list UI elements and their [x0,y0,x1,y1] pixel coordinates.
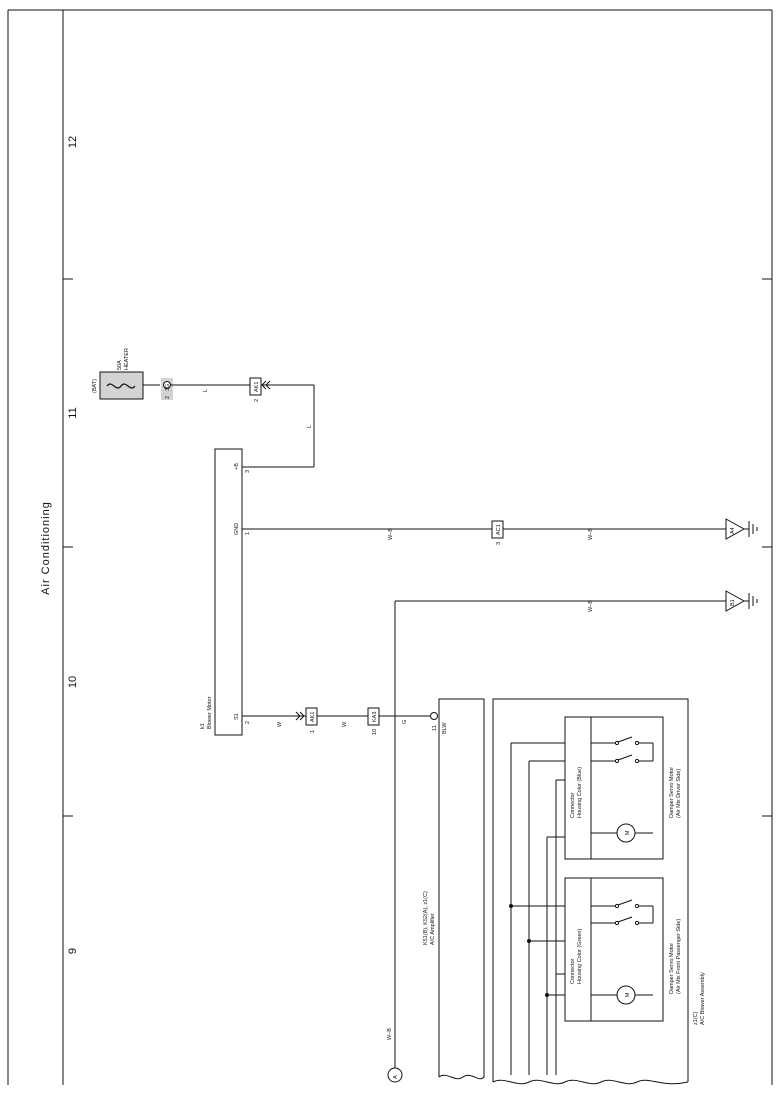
wire-label-wb3: W–B [588,600,594,612]
amplifier-codes: K51(B), K52(A), z1(C) [423,891,429,945]
blower-pin-label-b: +B [234,463,240,470]
servo-passenger [564,877,664,1022]
amplifier-block [438,698,485,1077]
ground-b1-label: B1 [730,599,736,606]
servo-driver-motor-label: M [625,830,631,835]
connector-ak1-top [249,377,262,396]
servo-driver-housing: Housing Color (Blue) [577,767,583,818]
blower-pin-label-s1: S1 [234,713,240,720]
fuse-icon [106,383,136,389]
blower-assembly-block [492,698,689,1082]
amplifier-name: A/C Amplifier [430,913,436,945]
wire-label-wb1: W–B [388,528,394,540]
fuse-supply: (BAT) [92,379,98,393]
assembly-harness [509,742,565,1075]
heater-fuse [99,371,160,400]
page-title: Air Conditioning [40,501,52,595]
servo-driver-detail: (Air Mix Driver Side) [676,769,682,818]
blower-assembly-break [492,1079,689,1085]
off-page-connector-a [387,1067,403,1083]
connector-ak1-top-id: AK1 [254,382,260,392]
blower-pin-num-gnd: 1 [245,532,251,535]
connector-3g [163,381,171,389]
blower-motor-name: Blower Motor [207,696,213,729]
wire-label-g: G [402,720,408,724]
blower-pin-num-b: 3 [245,470,251,473]
fuse-name: HEATER [124,348,130,370]
column-number-9: 9 [67,948,79,954]
column-number-11: 11 [67,407,79,418]
wire-label-w1: W [277,721,283,727]
amplifier-pin-terminal [430,712,438,720]
page-frame [7,9,773,1085]
amplifier-break [438,1074,485,1080]
blower-pin-num-s1: 2 [245,721,251,724]
fuse-pin: 2 [165,396,171,399]
connector-ak1-top-pin: 2 [254,399,260,402]
connector-ac1-pin: 3 [496,542,502,545]
amplifier-terminal: BLW [442,722,448,734]
blower-assembly-code: z1(C) [693,1011,699,1025]
blower-pin-label-gnd: GND [234,523,240,535]
column-number-12: 12 [67,136,79,148]
servo-passenger-detail: (Air Mix Front Passenger Side) [676,919,682,994]
connector-ka3-pin: 10 [372,729,378,735]
servo-passenger-motor-label: M [625,992,631,997]
ground-b1 [725,590,746,612]
blower-motor-code: k1 [200,723,206,729]
servo-passenger-name: Damper Servo Motor [669,943,675,994]
wire-label-wb-a: W–B [387,1028,393,1040]
wire-label-l2: L [307,425,313,428]
connector-ak1-bottom-id: AK1 [310,712,316,722]
servo-passenger-housing: Housing Color (Green) [577,929,583,984]
wire-label-wb2: W–B [588,528,594,540]
servo-driver-connector: Connector [570,792,576,818]
ground-a4 [725,518,746,540]
ground-icon [744,593,758,609]
blower-motor-box [214,448,243,736]
fuse-connector: 3G [165,384,171,391]
blower-assembly-name: A/C Blower Assembly [700,972,706,1025]
off-page-a-label: A [393,1075,399,1079]
column-number-10: 10 [67,676,79,688]
ground-a4-label: A4 [730,527,736,534]
fuse-rating: 50A [117,360,123,370]
servo-driver [564,716,664,860]
amplifier-pin: 11 [432,725,438,731]
connector-ac1-id: AC1 [496,524,502,535]
ground-icon [744,521,758,537]
wire-label-l1: L [203,389,209,392]
connector-ka3-id: KA3 [372,712,378,722]
servo-driver-name: Damper Servo Motor [669,767,675,818]
connector-arrow-icon [295,711,305,721]
wire-label-w2: W [342,721,348,727]
servo-passenger-connector: Connector [570,958,576,984]
connector-ak1-bottom-pin: 1 [310,730,316,733]
